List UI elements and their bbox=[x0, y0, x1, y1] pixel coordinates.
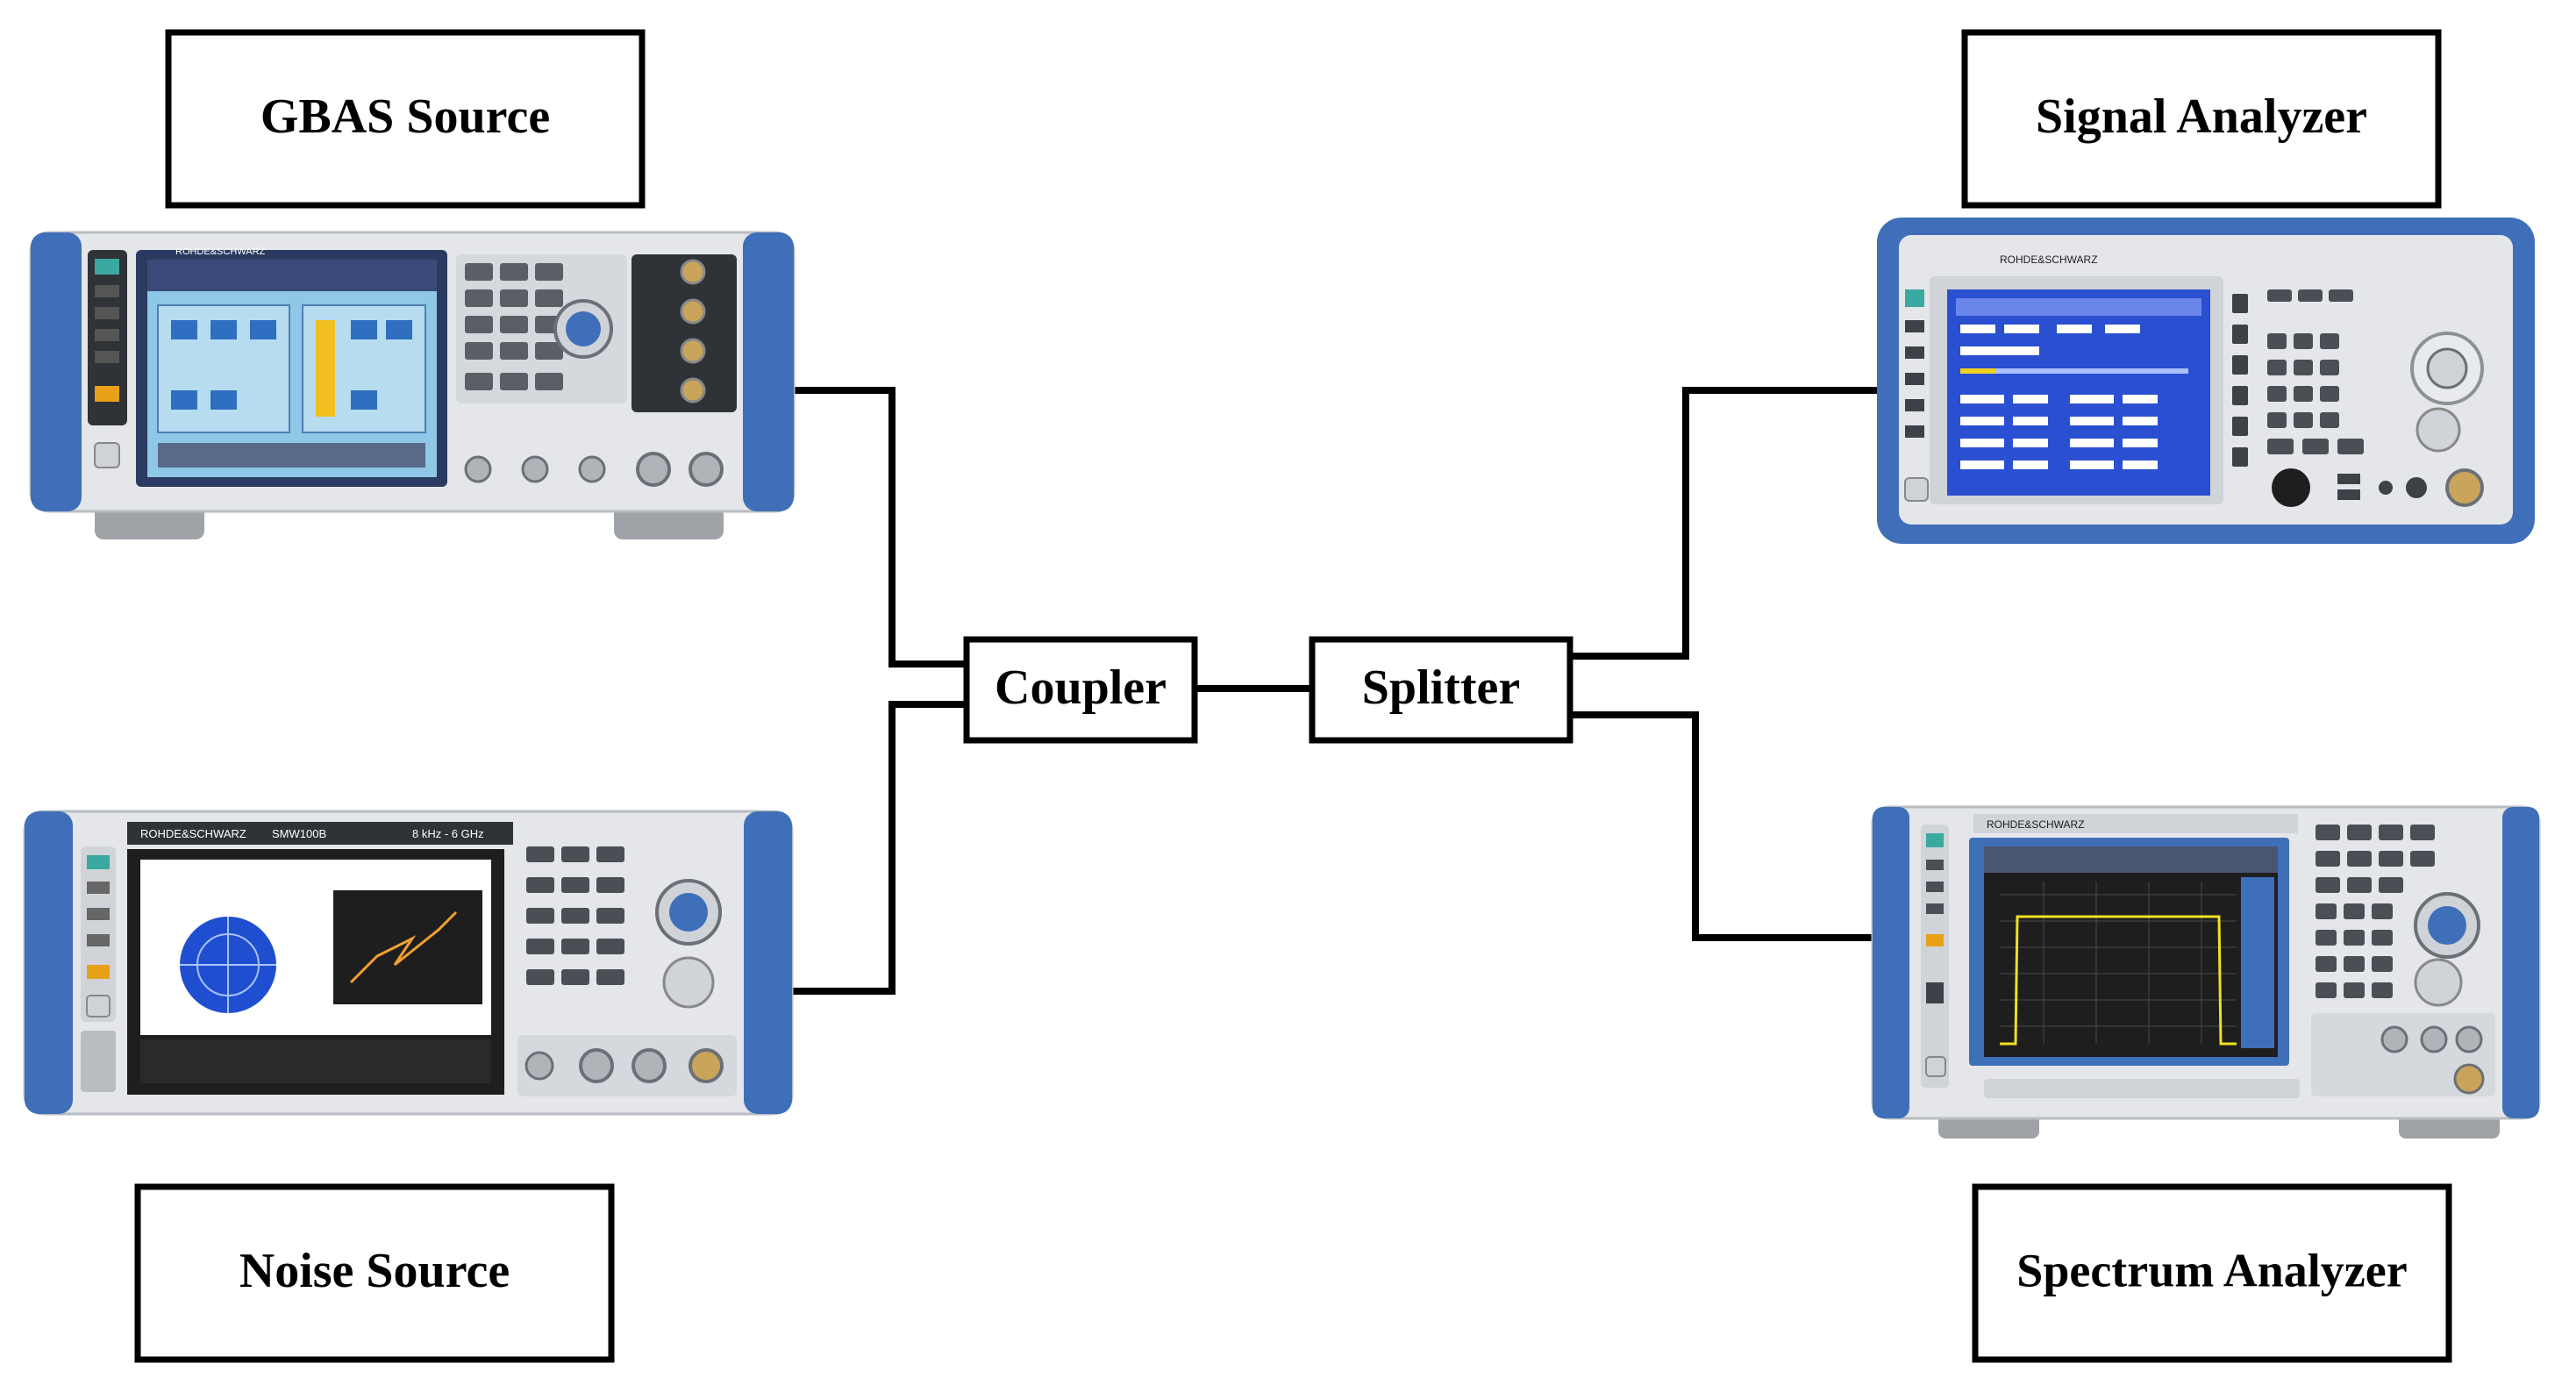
spectrum-analyzer-instrument: ROHDE&SCHWARZ bbox=[1871, 805, 2541, 1139]
signal-analyzer-label-box: Signal Analyzer bbox=[1961, 29, 2442, 209]
signal-analyzer-brand-text: ROHDE&SCHWARZ bbox=[2000, 253, 2098, 266]
gbas-source-instrument: ROHDE&SCHWARZ bbox=[29, 231, 796, 539]
signal-analyzer-label: Signal Analyzer bbox=[2036, 89, 2367, 144]
gbas-source-label: GBAS Source bbox=[260, 89, 550, 144]
spectrum-analyzer-brand-text: ROHDE&SCHWARZ bbox=[1987, 818, 2085, 831]
signal-analyzer-instrument: ROHDE&SCHWARZ bbox=[1877, 218, 2535, 544]
connections bbox=[790, 387, 1885, 995]
splitter-label: Splitter bbox=[1362, 660, 1520, 715]
wire-splitter-to-spectrum-analyzer bbox=[1566, 711, 1885, 941]
wire-noise-to-coupler bbox=[790, 701, 970, 995]
noise-source-label: Noise Source bbox=[239, 1244, 510, 1298]
gbas-source-label-box: GBAS Source bbox=[165, 29, 646, 209]
spectrum-analyzer-label-box: Spectrum Analyzer bbox=[1972, 1183, 2452, 1363]
noise-range-text: 8 kHz - 6 GHz bbox=[412, 827, 484, 840]
noise-source-label-box: Noise Source bbox=[134, 1183, 615, 1363]
wire-splitter-to-signal-analyzer bbox=[1566, 387, 1885, 660]
noise-brand-text: ROHDE&SCHWARZ bbox=[140, 827, 246, 840]
coupler-label: Coupler bbox=[995, 660, 1167, 715]
spectrum-analyzer-label: Spectrum Analyzer bbox=[2016, 1244, 2407, 1296]
noise-model-text: SMW100B bbox=[272, 827, 326, 840]
gbas-brand-text: ROHDE&SCHWARZ bbox=[175, 246, 266, 257]
splitter-box: Splitter bbox=[1309, 636, 1573, 744]
coupler-box: Coupler bbox=[963, 636, 1198, 744]
noise-source-instrument: ROHDE&SCHWARZ SMW100B 8 kHz - 6 GHz bbox=[23, 810, 794, 1116]
wire-gbas-to-coupler bbox=[790, 387, 970, 668]
